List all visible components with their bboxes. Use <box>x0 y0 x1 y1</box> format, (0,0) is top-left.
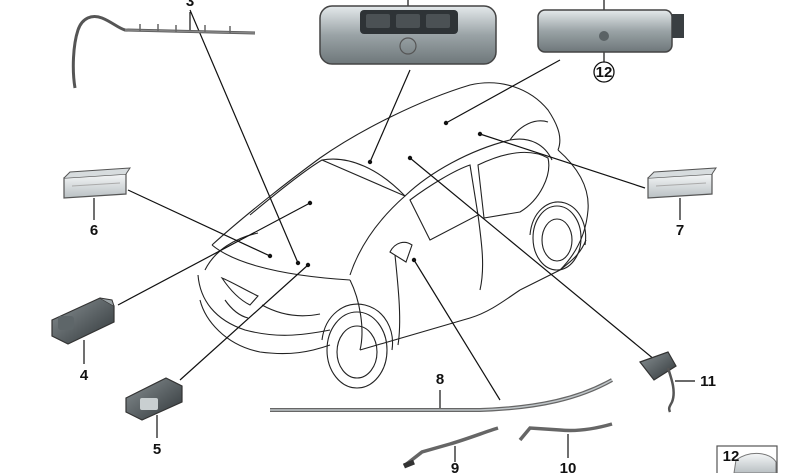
bracket-icon <box>639 351 677 413</box>
door-lamp-icon <box>51 297 115 345</box>
callout-11: 11 <box>700 373 716 390</box>
callout-5: 5 <box>153 441 161 458</box>
callout-8: 8 <box>436 371 444 388</box>
light-strip-icon <box>270 378 613 412</box>
callout-9: 9 <box>451 460 459 473</box>
interior-lamp-right-icon <box>647 167 717 199</box>
leader-lines <box>83 0 695 462</box>
callout-4: 4 <box>80 367 89 384</box>
bulb-box <box>716 445 778 473</box>
wire-harness-icon <box>71 15 256 89</box>
control-switch-icon <box>125 377 183 421</box>
overhead-console-icon <box>319 5 497 65</box>
callout-12: 12 <box>723 448 740 465</box>
callout-10: 10 <box>560 460 577 473</box>
strip-bracket-2-icon <box>518 422 613 442</box>
callout-7: 7 <box>676 222 684 239</box>
car-outline <box>197 82 589 389</box>
callout-12-circle <box>593 61 615 83</box>
callout-6: 6 <box>90 222 98 239</box>
strip-bracket-icon <box>402 426 499 469</box>
rear-interior-lamp-icon <box>537 9 684 53</box>
callout-3: 3 <box>186 0 194 10</box>
callout-12-circled: 12 <box>596 64 613 81</box>
interior-lamp-icon <box>63 167 131 199</box>
